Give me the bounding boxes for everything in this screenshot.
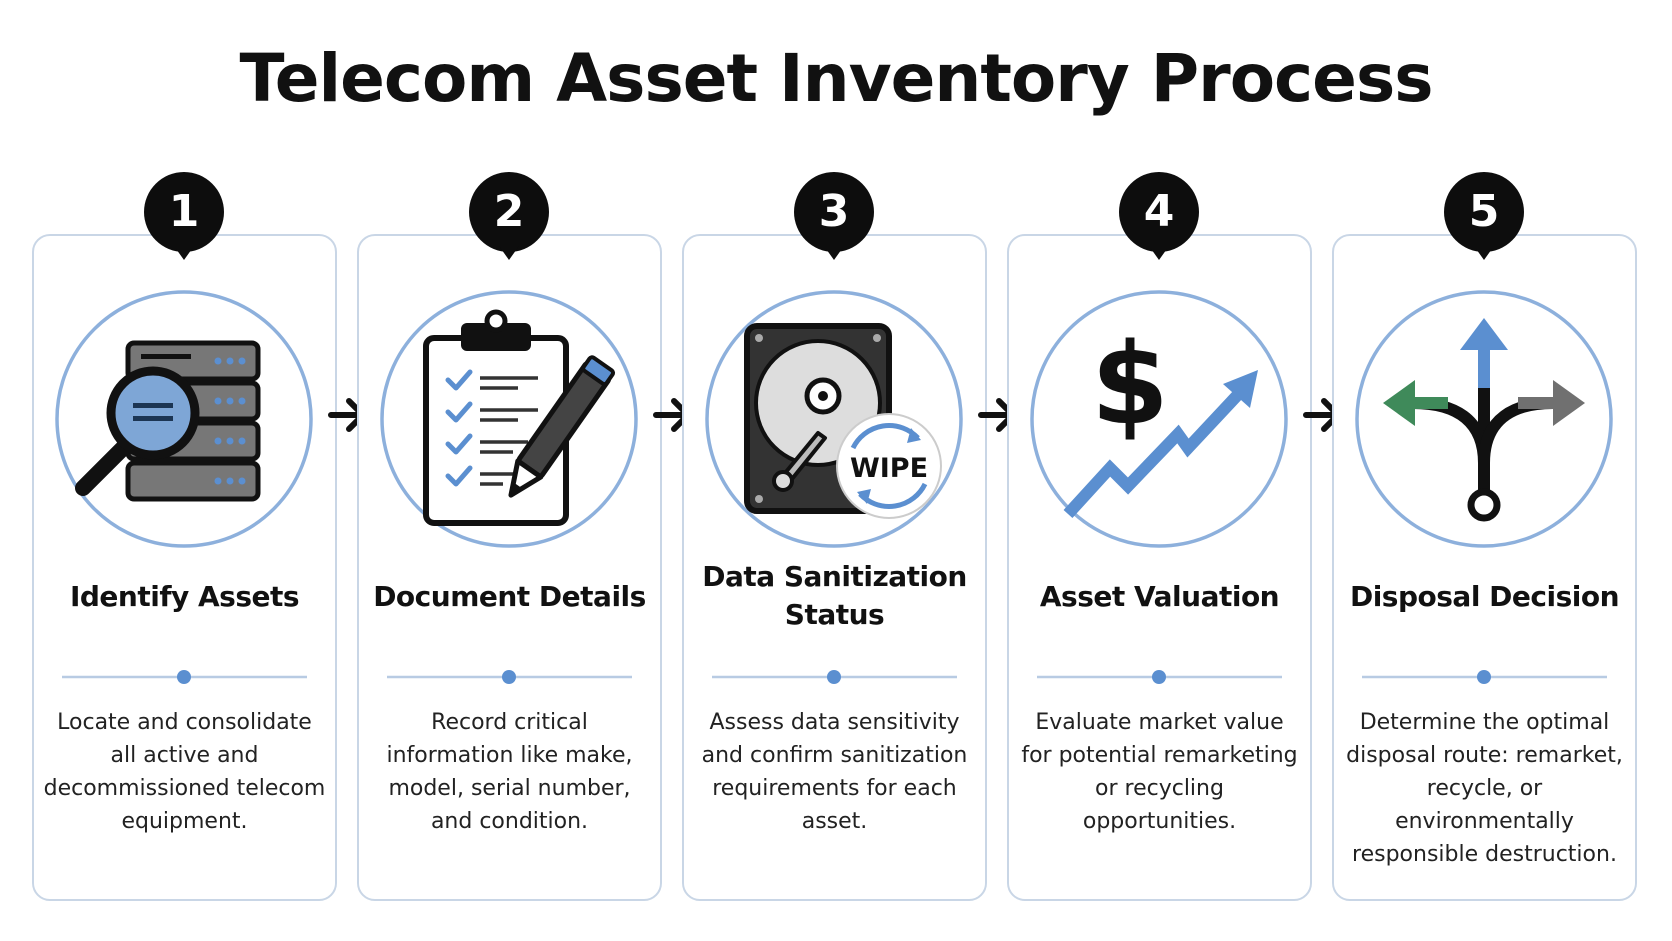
step-description: Assess data sensitivity and confirm sani… xyxy=(701,710,968,834)
step-description: Determine the optimal disposal route: re… xyxy=(1346,710,1623,867)
badge-pointer xyxy=(174,246,194,260)
step-title: Document Details xyxy=(373,580,646,613)
branching-arrows-icon xyxy=(1353,288,1615,550)
step-description: Locate and consolidate all active and de… xyxy=(43,710,326,834)
badge-pointer xyxy=(1149,246,1169,260)
dollar-trend-icon: $ xyxy=(1028,288,1290,550)
step-number-badge: 4 xyxy=(1119,172,1199,252)
step-number-badge: 3 xyxy=(794,172,874,252)
step-description: Record critical information like make, m… xyxy=(386,710,633,834)
wipe-label: WIPE xyxy=(850,453,928,484)
badge-pointer xyxy=(824,246,844,260)
hard-drive-wipe-icon: WIPE xyxy=(703,288,965,550)
dollar-sign-label: $ xyxy=(1091,320,1169,450)
step-number-badge: 1 xyxy=(144,172,224,252)
step-divider xyxy=(1037,670,1282,684)
step-title: Data Sanitization Status xyxy=(702,560,967,631)
step-number-badge: 5 xyxy=(1444,172,1524,252)
step-title: Asset Valuation xyxy=(1039,580,1280,613)
step-divider xyxy=(712,670,957,684)
step-number-badge: 2 xyxy=(469,172,549,252)
step-title: Identify Assets xyxy=(69,580,300,613)
step-description: Evaluate market value for potential rema… xyxy=(1021,710,1298,834)
badge-pointer xyxy=(1474,246,1494,260)
server-magnifier-icon xyxy=(53,288,315,550)
badge-pointer xyxy=(499,246,519,260)
step-title: Disposal Decision xyxy=(1349,580,1620,613)
clipboard-checklist-icon xyxy=(378,288,640,550)
step-divider xyxy=(387,670,632,684)
page-title: Telecom Asset Inventory Process xyxy=(239,40,1433,117)
step-divider xyxy=(62,670,307,684)
step-divider xyxy=(1362,670,1607,684)
